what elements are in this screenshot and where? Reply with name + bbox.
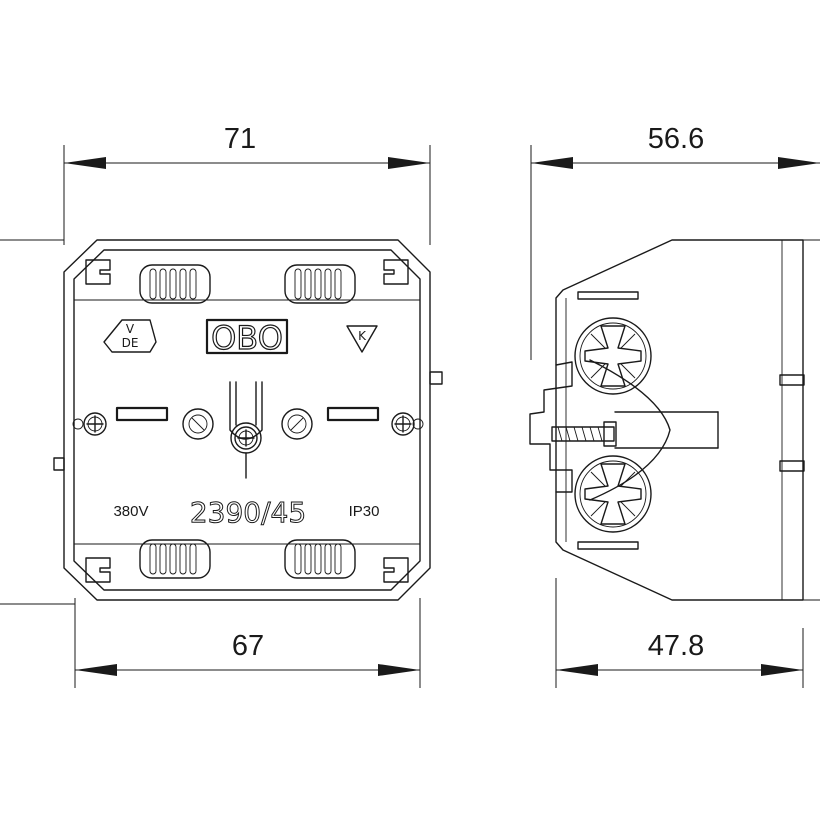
dial-left-icon <box>182 408 214 440</box>
vent-bottom-right <box>284 539 356 579</box>
voltage-label: 380V <box>113 503 148 520</box>
vde-mark-v: V <box>126 322 135 336</box>
dimension-label-67: 67 <box>232 630 264 662</box>
vent-top-left <box>139 264 211 304</box>
dimension-label-56-6: 56.6 <box>648 123 704 155</box>
vde-mark-de: DE <box>122 336 139 350</box>
cross-terminal-icon-bottom <box>574 455 652 533</box>
ip-rating-label: IP30 <box>349 503 380 520</box>
screw-icon-right <box>391 412 415 436</box>
dimension-front-inner-width: 67 <box>74 598 421 688</box>
dimension-side-inner-depth: 47.8 <box>555 578 804 688</box>
vde-approval-icon: V DE <box>103 319 157 353</box>
vent-bottom-left <box>139 539 211 579</box>
side-view <box>529 239 820 601</box>
vent-top-right <box>284 264 356 304</box>
dimension-label-47-8: 47.8 <box>648 630 704 662</box>
cross-terminal-icon-top <box>574 317 652 395</box>
screw-icon-left <box>83 412 107 436</box>
dimension-label-71: 71 <box>224 123 256 155</box>
dimension-front-width: 71 <box>63 123 431 245</box>
side-outer-outline <box>555 239 804 601</box>
front-outer-frame <box>63 239 431 601</box>
central-clamp <box>229 381 263 479</box>
k-triangle-icon: K <box>346 325 378 353</box>
mounting-wire <box>589 359 671 501</box>
front-view: V DE OBO K <box>53 239 443 601</box>
dimension-side-depth: 56.6 <box>530 123 820 360</box>
side-clip-bracket <box>529 361 573 493</box>
obo-logo: OBO <box>211 319 283 357</box>
corner-clip-bl <box>85 557 111 583</box>
logo-frame <box>205 318 289 355</box>
thread-screw-icon <box>551 421 617 447</box>
corner-clip-br <box>383 557 409 583</box>
dial-right-icon <box>281 408 313 440</box>
model-number: 2390/45 <box>190 496 306 529</box>
k-mark-letter: K <box>358 329 367 343</box>
